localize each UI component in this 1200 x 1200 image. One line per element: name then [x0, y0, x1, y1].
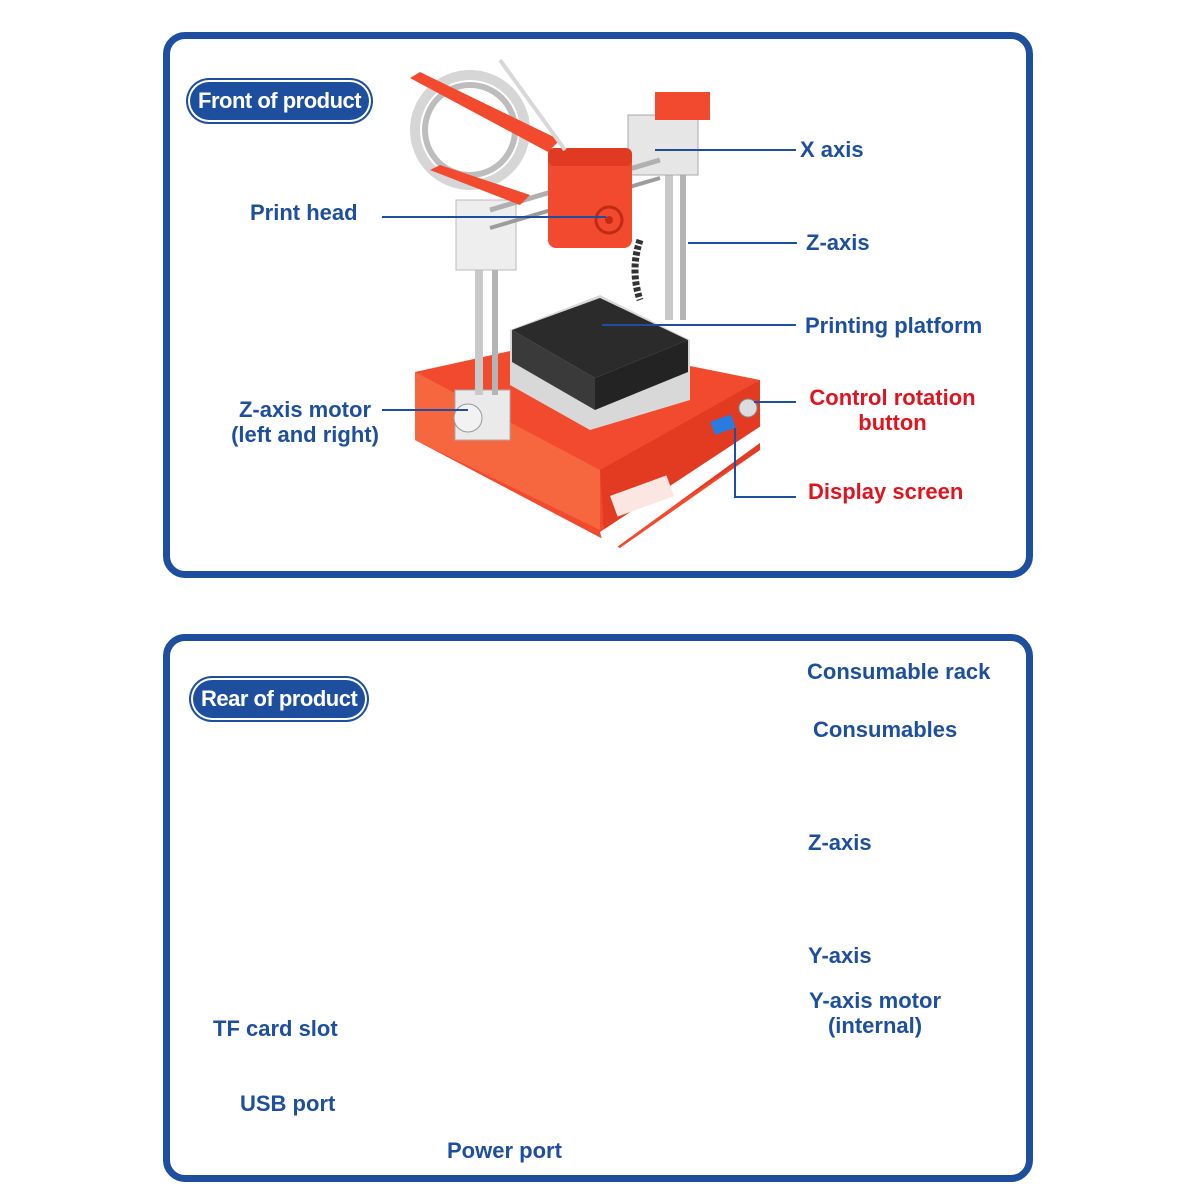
y-axis-motor-line1: Y-axis motor — [808, 988, 942, 1013]
front-leader-lines — [382, 149, 797, 498]
rear-badge: Rear of product — [193, 680, 366, 718]
consumable-rack-label: Consumable rack — [807, 659, 991, 684]
display-screen-label: Display screen — [808, 479, 964, 504]
tf-card-slot-label: TF card slot — [213, 1016, 338, 1041]
front-badge: Front of product — [190, 82, 370, 120]
z-axis-label-front: Z-axis — [806, 230, 870, 255]
z-axis-motor-label: Z-axis motor (left and right) — [225, 397, 385, 447]
y-axis-motor-line2: (internal) — [827, 1013, 923, 1038]
z-axis-motor-line2: (left and right) — [231, 422, 379, 447]
x-axis-label: X axis — [800, 137, 864, 162]
y-axis-label: Y-axis — [808, 943, 872, 968]
z-axis-motor-line1: Z-axis motor — [238, 397, 372, 422]
front-printer-illustration — [410, 58, 775, 555]
y-axis-motor-label: Y-axis motor (internal) — [800, 988, 950, 1038]
printing-platform-label: Printing platform — [805, 313, 983, 338]
consumables-label: Consumables — [813, 717, 958, 742]
usb-port-label: USB port — [240, 1091, 336, 1116]
power-port-label: Power port — [447, 1138, 562, 1163]
print-head-label: Print head — [250, 200, 358, 225]
control-rotation-button-label: Control rotation button — [800, 385, 985, 435]
rear-panel — [163, 634, 1033, 1182]
control-rotation-line2: button — [858, 410, 927, 435]
control-rotation-line1: Control rotation — [809, 385, 976, 410]
z-axis-label-rear: Z-axis — [808, 830, 872, 855]
